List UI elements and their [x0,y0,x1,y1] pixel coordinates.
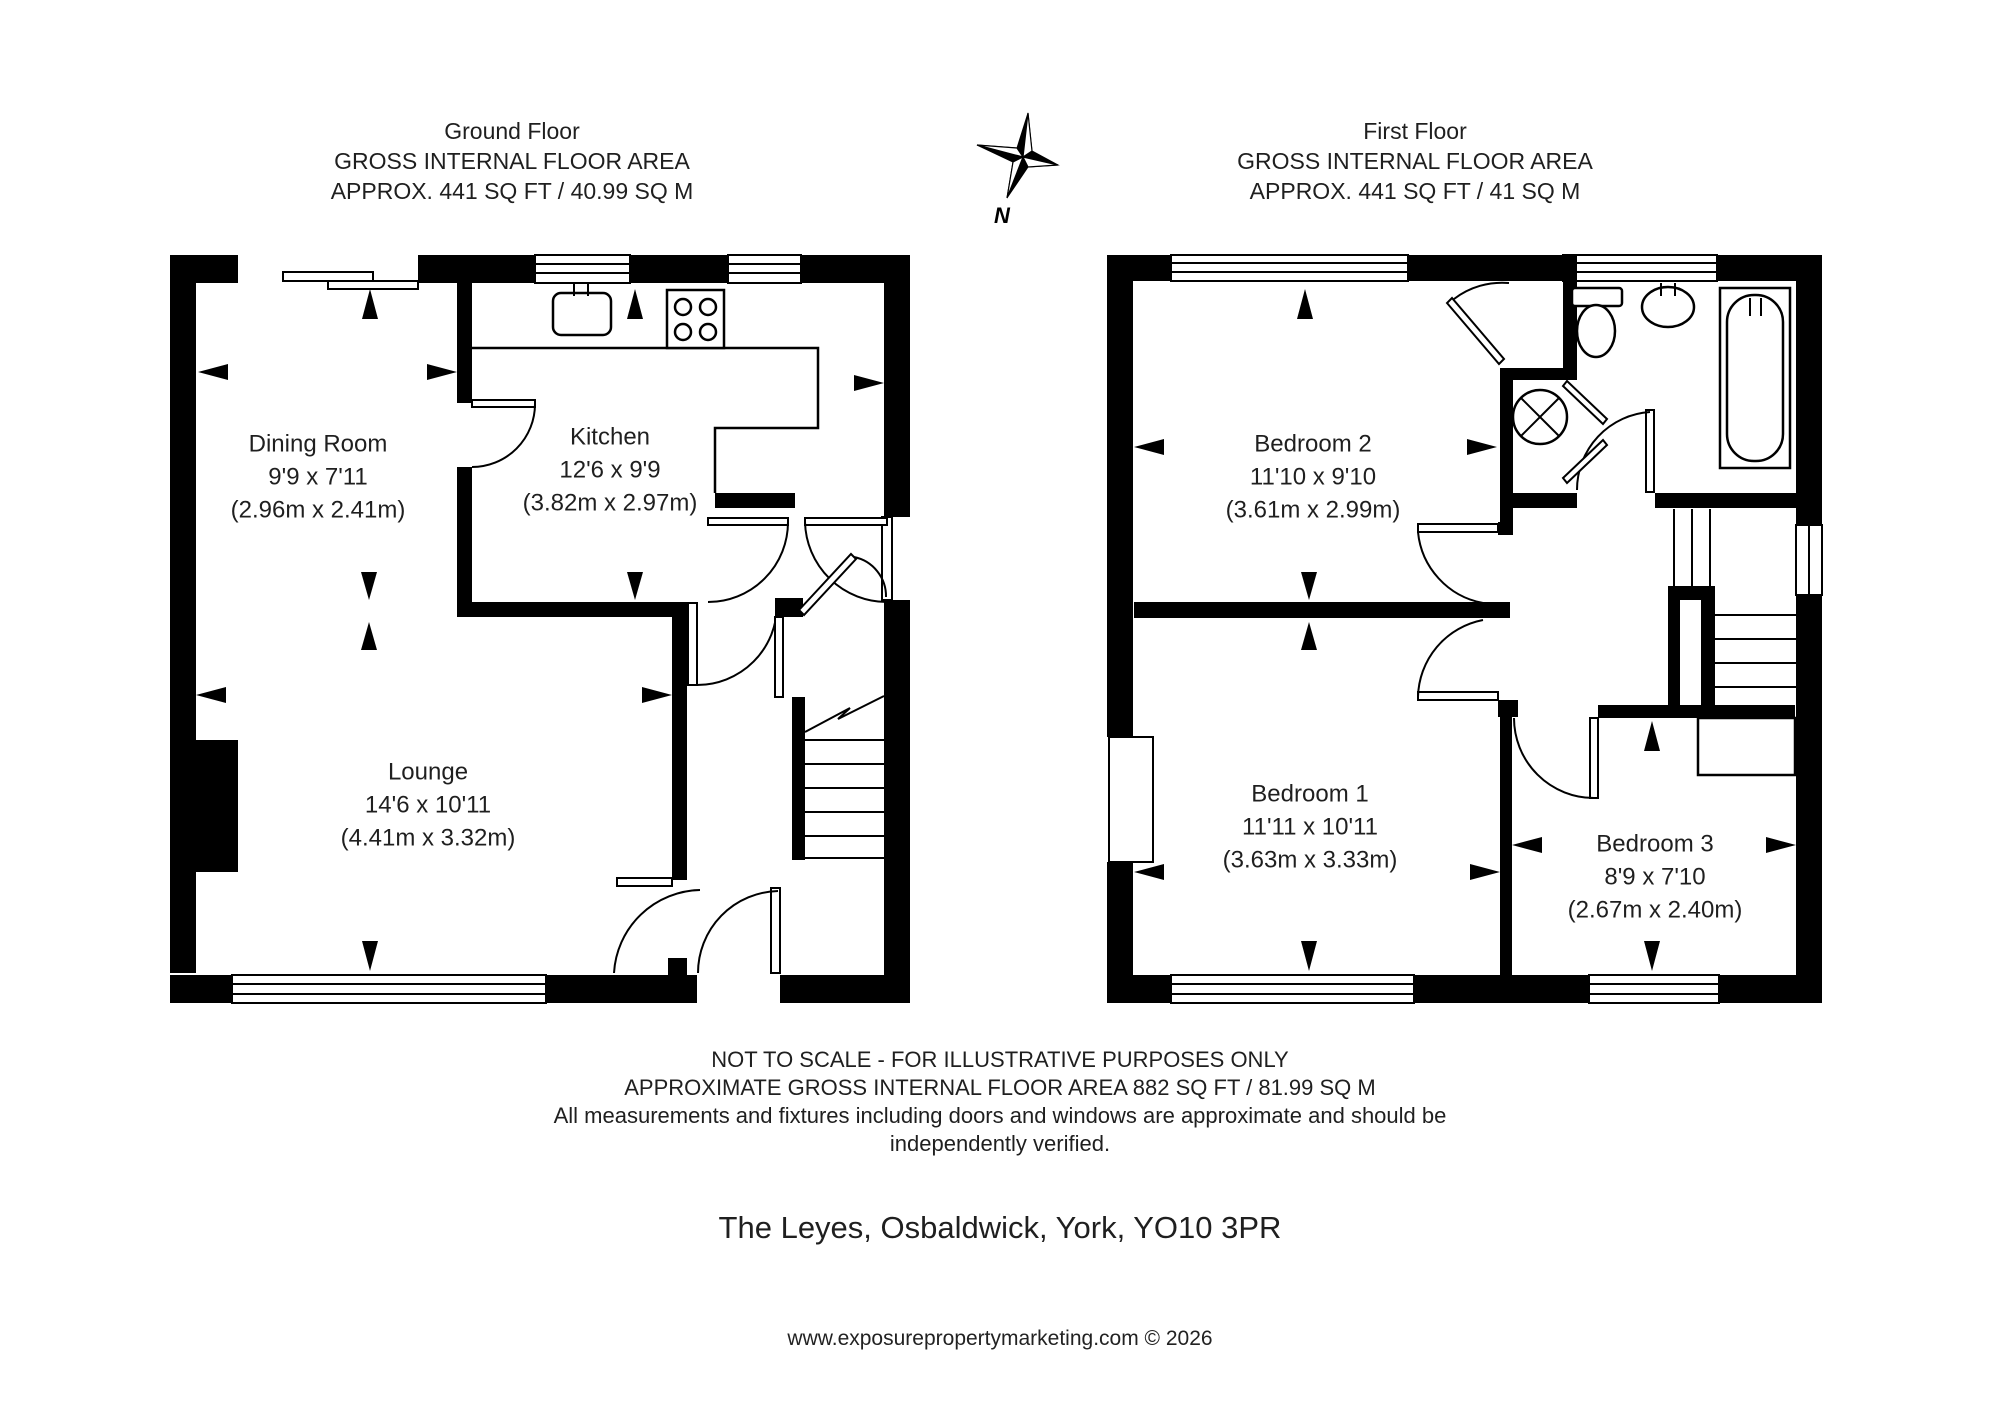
ground-floor-title: Ground Floor [444,118,580,144]
lounge-hall-door [687,602,778,686]
bedroom2-label: Bedroom 2 [1254,430,1371,457]
kitchen-hob [665,288,726,350]
disclaimer-area: APPROXIMATE GROSS INTERNAL FLOOR AREA 88… [624,1075,1376,1100]
gf-room-labels: Dining Room 9'9 x 7'11 (2.96m x 2.41m) K… [231,423,698,851]
rear-door-panel [881,516,893,601]
toilet [1570,286,1624,359]
dining-room-label: Dining Room [249,430,388,457]
bathroom-window [1562,254,1718,282]
kitchen-imperial: 12'6 x 9'9 [559,456,660,483]
kitchen-window-1 [534,254,631,284]
lounge-metric: (4.41m x 3.32m) [341,824,516,851]
rear-entrance-door [797,517,888,617]
gf-staircase [804,695,885,859]
stair-screen [774,616,784,698]
first-floor-gia-label: GROSS INTERNAL FLOOR AREA [1237,148,1593,174]
property-address: The Leyes, Osbaldwick, York, YO10 3PR [718,1210,1282,1245]
ff-measure-arrows [1134,289,1796,971]
porch-door [697,887,781,974]
kitchen-fixtures [472,283,820,493]
ff-windows [1170,254,1823,1004]
dining-kitchen-door [471,399,536,468]
bedroom3-door [1513,717,1599,799]
bedroom3-metric: (2.67m x 2.40m) [1568,896,1743,923]
first-floor-area-value: APPROX. 441 SQ FT / 41 SQ M [1249,178,1581,204]
dining-open-window [282,271,374,282]
cupboard-bifold-doors [1561,379,1609,485]
ground-floor-gia-label: GROSS INTERNAL FLOOR AREA [334,148,690,174]
bathroom-fixtures [1511,283,1797,777]
ff-chimney-recess [1108,736,1154,863]
ground-floor-plan: Dining Room 9'9 x 7'11 (2.96m x 2.41m) K… [170,254,910,1004]
kitchen-metric: (3.82m x 2.97m) [523,489,698,516]
disclaimer-measurements: All measurements and fixtures including … [553,1103,1447,1156]
lounge-window [231,974,547,1004]
first-floor-title: First Floor [1363,118,1467,144]
wash-basin [1640,283,1696,329]
bedroom2-imperial: 11'10 x 9'10 [1250,463,1376,490]
shower-fan-icon [1511,388,1569,446]
lounge-label: Lounge [388,758,468,785]
gf-chimney-breast [196,740,238,872]
landing-window [1795,524,1823,596]
ground-floor-header: Ground Floor GROSS INTERNAL FLOOR AREA A… [252,116,772,206]
bedroom3-imperial: 8'9 x 7'10 [1604,863,1705,890]
kitchen-window-2 [727,254,802,284]
marketing-footer: www.exposurepropertymarketing.com © 2026 [787,1327,1213,1350]
disclaimer-block: NOT TO SCALE - FOR ILLUSTRATIVE PURPOSES… [500,1046,1500,1158]
bedroom3-wardrobe [1696,716,1797,777]
bedroom3-label: Bedroom 3 [1596,830,1713,857]
bedroom1-imperial: 11'11 x 10'11 [1242,813,1378,840]
bedroom2-door [1417,523,1499,604]
bedroom2-window [1170,254,1409,282]
bedroom2-corner-door [1445,281,1510,366]
gf-doors [471,399,888,974]
bedroom1-window [1170,974,1415,1004]
gf-measure-arrows [196,289,884,971]
gf-exterior-walls [170,255,910,1003]
bedroom1-door [1417,619,1499,701]
gf-interior-walls [457,283,805,880]
ff-room-labels: Bedroom 2 11'10 x 9'10 (3.61m x 2.99m) B… [1223,430,1743,923]
lounge-imperial: 14'6 x 10'11 [365,791,491,818]
ff-staircase [1673,509,1796,688]
compass-north-label: N [994,203,1011,228]
dining-open-window [327,280,419,290]
ff-doors [1417,281,1655,799]
first-floor-header: First Floor GROSS INTERNAL FLOOR AREA AP… [1155,116,1675,206]
ground-floor-area-value: APPROX. 441 SQ FT / 40.99 SQ M [330,178,694,204]
kitchen-label: Kitchen [570,423,650,450]
compass-rose-icon: N [976,112,1060,228]
first-floor-plan: Bedroom 2 11'10 x 9'10 (3.61m x 2.99m) B… [1107,254,1823,1004]
bedroom3-window [1588,974,1720,1004]
kitchen-hall-door [707,517,789,603]
dining-room-imperial: 9'9 x 7'11 [268,463,367,490]
stair-break-line [804,695,885,733]
bedroom1-metric: (3.63m x 3.33m) [1223,846,1398,873]
bathtub [1718,286,1792,470]
bedroom2-metric: (3.61m x 2.99m) [1226,496,1401,523]
ff-exterior-walls [1107,255,1822,1003]
bathroom-door [1575,409,1655,493]
bedroom1-label: Bedroom 1 [1251,780,1368,807]
kitchen-sink [551,283,613,337]
dining-room-metric: (2.96m x 2.41m) [231,496,406,523]
gf-windows [231,254,893,1004]
ff-interior-walls [1134,255,1796,975]
disclaimer-scale: NOT TO SCALE - FOR ILLUSTRATIVE PURPOSES… [711,1047,1289,1072]
front-entrance-door [613,877,701,974]
